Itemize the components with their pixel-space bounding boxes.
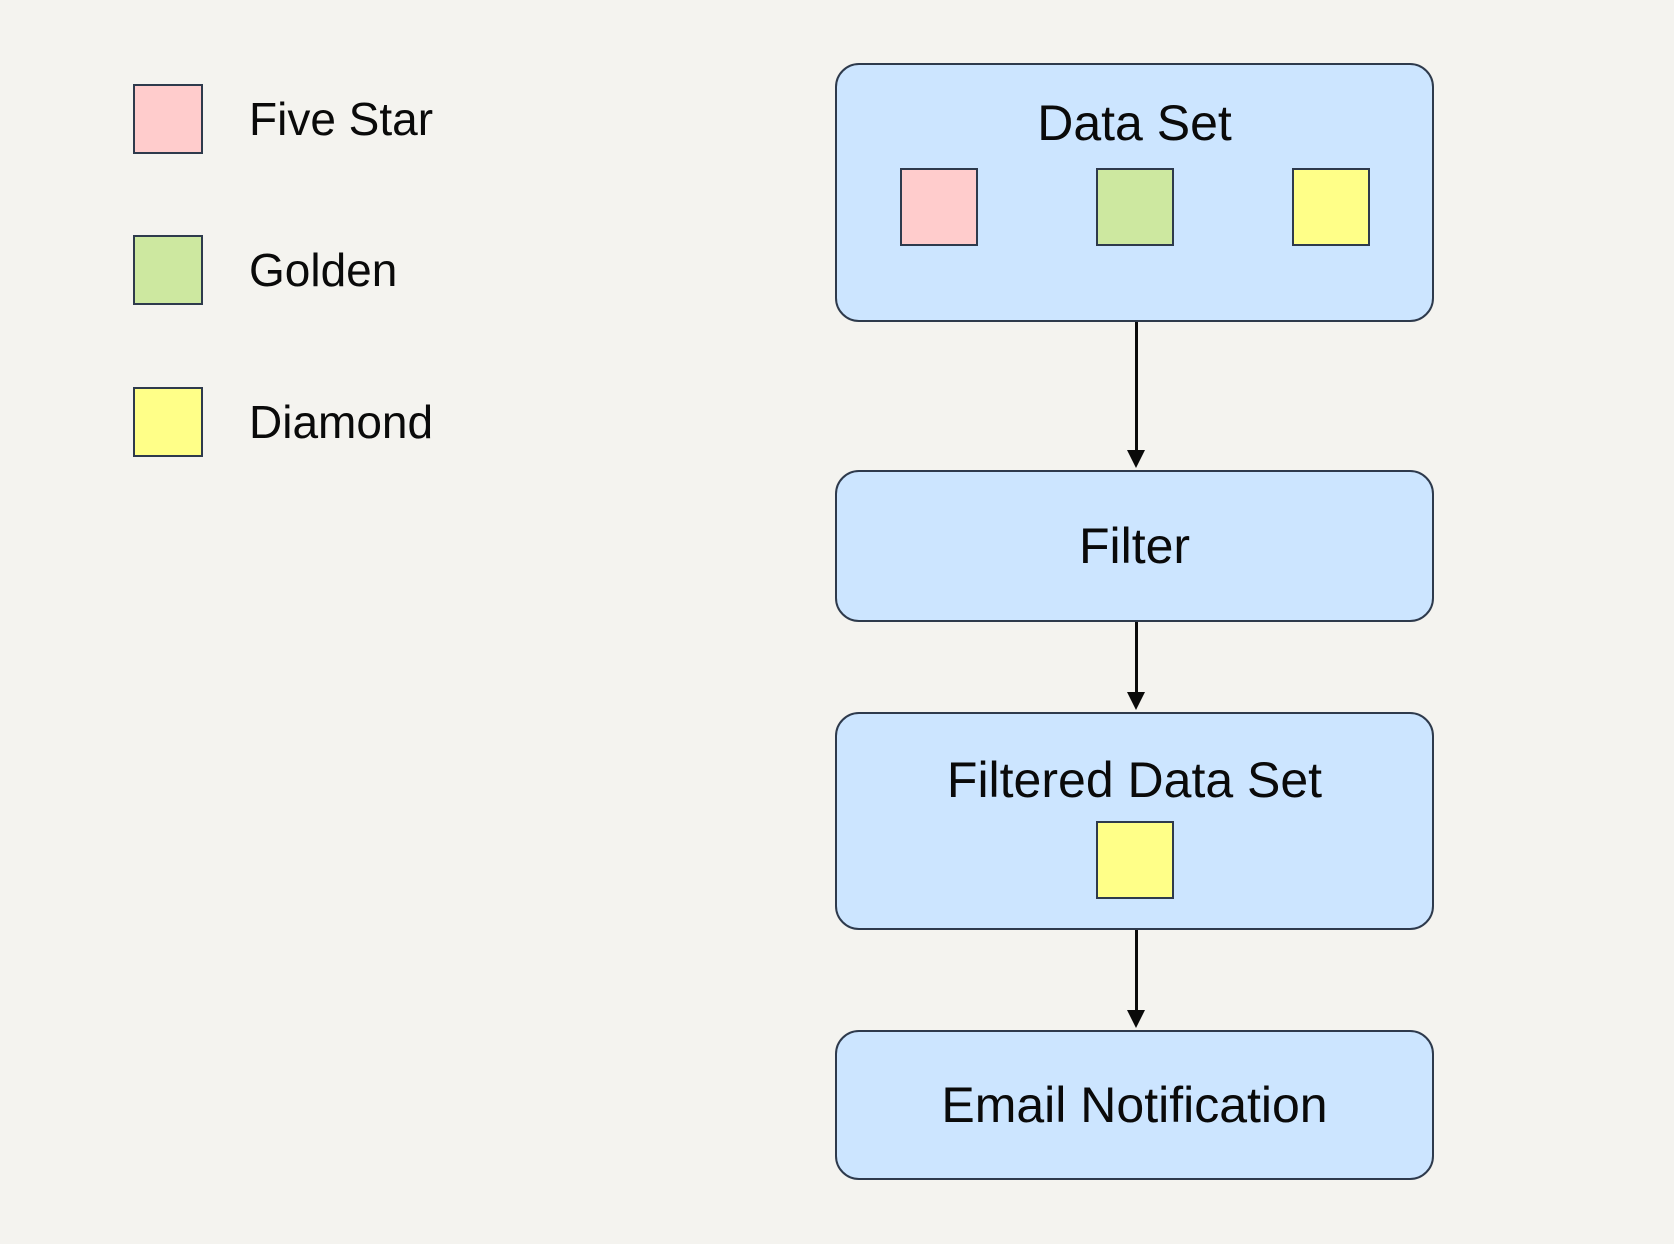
golden-swatch-icon: [133, 235, 203, 305]
filtered-data-set-swatch-group: [1095, 820, 1174, 899]
data-set-diamond-swatch-icon: [1291, 167, 1370, 246]
legend-item-golden: Golden: [133, 235, 398, 305]
arrow-shaft: [1135, 622, 1138, 694]
filtered-data-set-diamond-swatch-icon: [1095, 820, 1174, 899]
data-set-swatch-group: [837, 167, 1432, 246]
legend-label-five-star: Five Star: [249, 93, 434, 145]
legend-label-diamond: Diamond: [249, 396, 434, 448]
legend-item-five-star: Five Star: [133, 84, 434, 154]
legend-item-diamond: Diamond: [133, 387, 434, 457]
data-set-golden-swatch-icon: [1095, 167, 1174, 246]
node-title-data-set: Data Set: [1037, 95, 1232, 151]
legend-label-golden: Golden: [249, 244, 398, 296]
flow-node-filter[interactable]: Filter: [835, 470, 1434, 622]
node-title-filtered-data-set: Filtered Data Set: [946, 752, 1323, 808]
arrow-shaft: [1135, 322, 1138, 452]
node-title-filter: Filter: [1078, 517, 1191, 574]
flow-node-email-notification[interactable]: Email Notification: [835, 1030, 1434, 1180]
arrow-shaft: [1135, 930, 1138, 1012]
arrow-head-icon: [1127, 692, 1145, 710]
flow-node-filtered-data-set[interactable]: Filtered Data Set: [835, 712, 1434, 930]
five-star-swatch-icon: [133, 84, 203, 154]
node-title-email-notification: Email Notification: [941, 1076, 1328, 1133]
arrow-head-icon: [1127, 450, 1145, 468]
flow-node-data-set[interactable]: Data Set: [835, 63, 1434, 322]
arrow-head-icon: [1127, 1010, 1145, 1028]
arrow-filter-to-filtered-data-set: [1127, 622, 1145, 712]
diamond-swatch-icon: [133, 387, 203, 457]
data-set-five-star-swatch-icon: [899, 167, 978, 246]
arrow-data-set-to-filter: [1127, 322, 1145, 470]
arrow-filtered-data-set-to-email-notification: [1127, 930, 1145, 1030]
